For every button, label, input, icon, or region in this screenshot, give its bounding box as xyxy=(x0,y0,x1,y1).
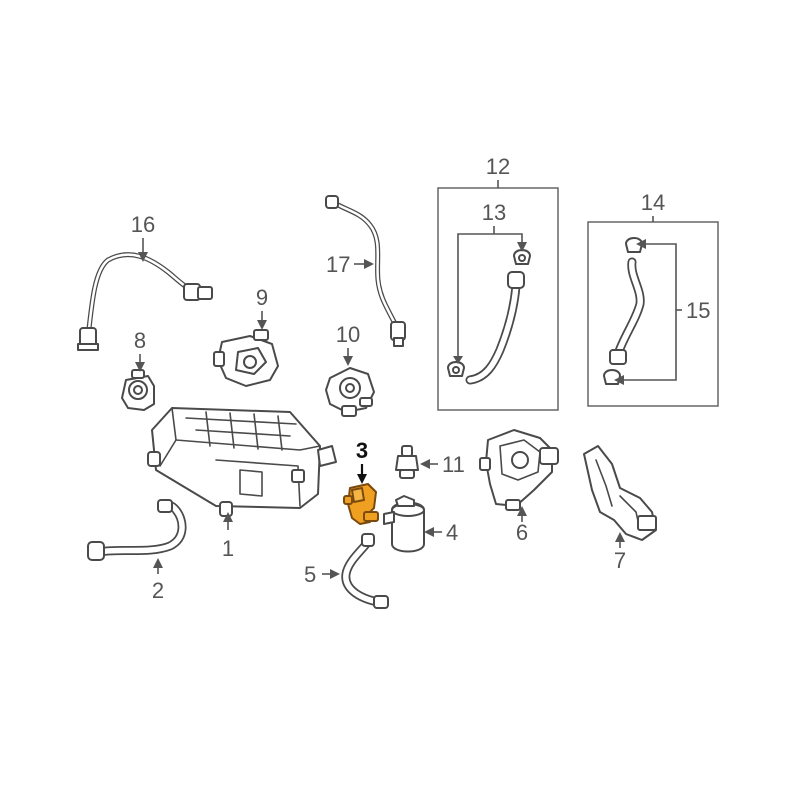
callout-13: 13 xyxy=(453,200,527,364)
callout-17: 17 xyxy=(326,252,374,277)
callout-7-label: 7 xyxy=(614,548,626,573)
callout-11-label: 11 xyxy=(442,452,465,477)
callout-3-label: 3 xyxy=(356,438,368,463)
callout-4: 4 xyxy=(424,520,458,545)
callout-2-label: 2 xyxy=(152,578,164,603)
callout-3: 3 xyxy=(356,438,368,484)
part-16-oxygen-sensor[interactable] xyxy=(77,252,213,351)
callout-6: 6 xyxy=(516,506,528,545)
part-9-valve[interactable] xyxy=(213,329,279,387)
callout-1: 1 xyxy=(222,512,234,561)
callout-2: 2 xyxy=(152,558,164,603)
callout-9: 9 xyxy=(256,285,268,330)
callout-15-label: 15 xyxy=(686,298,710,323)
part-11-valve[interactable] xyxy=(395,445,419,479)
callout-6-label: 6 xyxy=(516,520,528,545)
part-15-clamp-bottom[interactable] xyxy=(603,369,621,385)
part-17-oxygen-sensor[interactable] xyxy=(325,195,406,347)
callout-12-label: 12 xyxy=(486,154,510,179)
callout-5-label: 5 xyxy=(304,562,316,587)
part-3-valve-highlighted[interactable] xyxy=(343,483,379,525)
part-1-canister[interactable] xyxy=(147,407,337,517)
callout-8-label: 8 xyxy=(134,328,146,353)
callout-10: 10 xyxy=(336,322,360,366)
part-14-hose[interactable] xyxy=(609,257,645,365)
callout-11: 11 xyxy=(420,452,465,477)
callout-4-label: 4 xyxy=(446,520,458,545)
part-5-hose[interactable] xyxy=(341,533,389,609)
part-7-bracket[interactable] xyxy=(583,445,657,541)
callout-7: 7 xyxy=(614,532,626,573)
callout-14-label: 14 xyxy=(641,190,665,215)
callout-14: 14 xyxy=(641,190,665,222)
part-10-valve[interactable] xyxy=(325,367,375,417)
callout-16: 16 xyxy=(131,212,155,262)
callout-1-label: 1 xyxy=(222,536,234,561)
part-12-hose[interactable] xyxy=(465,271,525,385)
callout-17-label: 17 xyxy=(326,252,350,277)
part-6-valve-assembly[interactable] xyxy=(479,429,559,511)
part-2-hose[interactable] xyxy=(87,499,187,561)
callout-5: 5 xyxy=(304,562,340,587)
callout-12: 12 xyxy=(486,154,510,188)
callout-8: 8 xyxy=(134,328,146,372)
callout-10-label: 10 xyxy=(336,322,360,347)
part-4-filter[interactable] xyxy=(383,495,425,553)
part-13-clamp-top[interactable] xyxy=(513,249,531,265)
callout-15: 15 xyxy=(614,239,710,385)
callout-16-label: 16 xyxy=(131,212,155,237)
callout-9-label: 9 xyxy=(256,285,268,310)
part-15-clamp-top[interactable] xyxy=(625,237,643,253)
part-8-sensor[interactable] xyxy=(121,369,155,411)
part-13-clamp-bottom[interactable] xyxy=(447,361,465,377)
callout-13-label: 13 xyxy=(482,200,506,225)
